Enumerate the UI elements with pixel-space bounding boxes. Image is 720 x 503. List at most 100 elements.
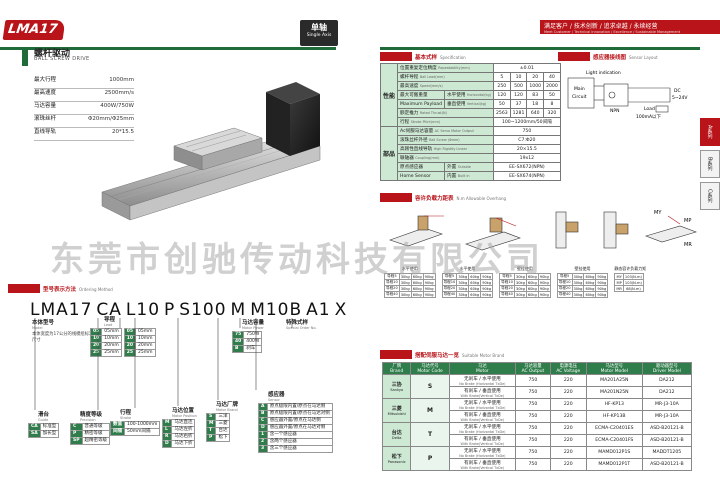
- quick-spec-value: 20*15.5: [112, 129, 134, 135]
- table-cell: 马达直连: [171, 419, 196, 427]
- motor-header-cell: 驱动器型号 Driver Model: [641, 362, 693, 375]
- series-tab[interactable]: C系列: [700, 182, 720, 210]
- motor-driver: DA212: [641, 386, 693, 399]
- spec-name: 螺杆导程 Ball Lead(mm): [397, 72, 494, 82]
- table-cell: 25mm: [135, 349, 156, 357]
- page-subtitle: BALL SCREW DRIVE: [34, 56, 90, 62]
- table-cell: 68(N.m): [622, 285, 644, 292]
- load-value: 60kg: [525, 291, 539, 298]
- spec-value: 250: [492, 81, 511, 91]
- sensor-load-label: Load: [644, 106, 655, 112]
- motor-model: HF-KP13B: [585, 410, 643, 423]
- motor-output: 750: [515, 422, 551, 435]
- part-value: EE-SX674(NPN): [492, 171, 561, 181]
- load-value: 30kg: [571, 291, 585, 298]
- table-cell: M: [205, 420, 217, 428]
- load-lead: 导程20: [384, 285, 400, 292]
- product-image: [101, 82, 321, 221]
- quick-spec-value: 400W/750W: [100, 103, 134, 109]
- motor-driver: ASD-B20121-B: [641, 434, 693, 447]
- spec-sub: 垂直使用 Vertical(kg): [444, 99, 494, 109]
- motor-output: 750: [515, 410, 551, 423]
- model-code-part: M10B: [250, 300, 303, 320]
- table-cell: 感应器外置/原点在马达侧: [266, 417, 333, 425]
- load-value: 30kg: [456, 291, 470, 298]
- motor-driver: MR-J3-10A: [641, 398, 693, 411]
- series-tab[interactable]: A系列: [700, 118, 720, 146]
- quick-spec-key: 最大行程: [34, 77, 57, 83]
- part-name: 联轴器 Coupling(mm): [397, 153, 494, 163]
- load-lead: 导程40: [384, 291, 400, 298]
- table-cell: 超精密等级: [81, 437, 111, 445]
- table-cell: 标准型: [39, 423, 60, 431]
- table-cell: B: [231, 345, 245, 353]
- spec-value: 640: [526, 108, 545, 118]
- spec-value: 5: [492, 72, 511, 82]
- quick-spec-value: 1000mm: [109, 77, 134, 83]
- sensor-dc-label: DC: [674, 88, 681, 94]
- load-value: 90kg: [595, 291, 609, 298]
- quick-spec-row: 马达容量 400W/750W: [34, 102, 134, 115]
- spec-value: 50: [543, 90, 561, 100]
- sensor-wiring-diagram: Light indication Main Circuit DC 5~24V L…: [567, 70, 688, 120]
- slogan-bar: 满足客户 / 技术创新 / 追求卓越 / 永续经营 Meet Customer …: [540, 20, 720, 34]
- load-lead: 导程20: [441, 285, 458, 292]
- series-tab[interactable]: B系列: [700, 150, 720, 178]
- sensor-npn-label: NPN: [610, 108, 619, 114]
- motor-header-cell: 马达代号 Motor Code: [410, 362, 450, 375]
- part-name: 原点感应器: [397, 162, 446, 172]
- model-code-part: S100: [179, 300, 227, 320]
- load-value: 30kg: [513, 291, 527, 298]
- spec-value: 40: [543, 72, 561, 82]
- connector-lines: [34, 318, 293, 410]
- table-cell: 含一个感应器: [266, 431, 333, 439]
- sensor-current-label: 100mA以下: [636, 114, 662, 120]
- spec-name: 位置重复定位精度 Repeatability(mm): [397, 63, 494, 73]
- motor-model: HF-KP13: [585, 398, 643, 411]
- load-lead: 导程40: [499, 291, 515, 298]
- motor-driver: MR-J3-10A: [641, 410, 693, 423]
- table-cell: 精密等级: [81, 430, 111, 438]
